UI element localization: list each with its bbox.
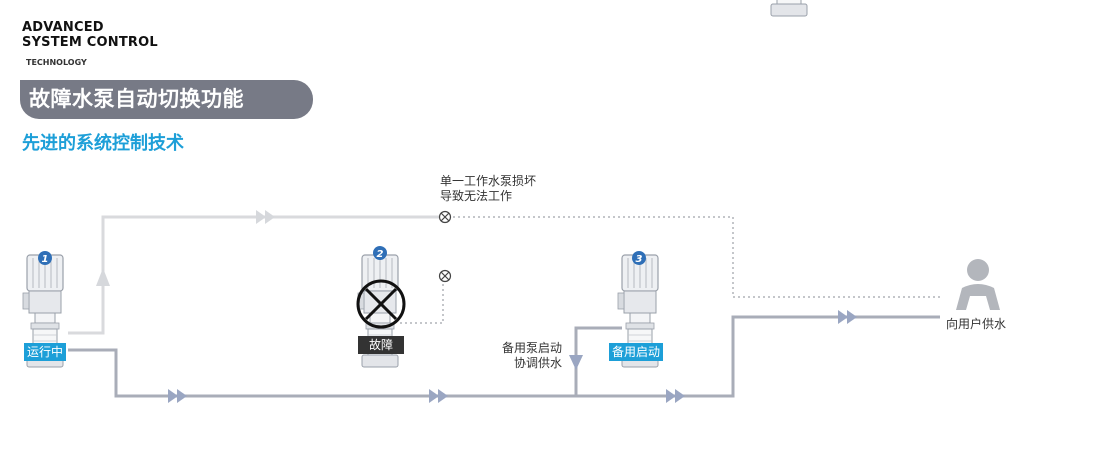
header-brand: ADVANCED SYSTEM CONTROL	[22, 20, 158, 50]
fault-note-line2: 导致无法工作	[440, 189, 513, 203]
arrow-active	[838, 310, 857, 324]
standby-note-line1: 备用泵启动	[501, 341, 562, 355]
header-line-advanced: ADVANCED	[22, 20, 104, 35]
standby-note: 备用泵启动 协调供水	[494, 341, 562, 371]
arrow-inactive	[256, 210, 275, 224]
arrow-active	[168, 389, 187, 403]
standby-pipe	[574, 326, 622, 396]
standby-note-line2: 协调供水	[513, 356, 562, 370]
dotted-path-failure	[443, 216, 940, 298]
arrow-active	[429, 389, 448, 403]
up-arrow	[96, 268, 110, 286]
dotted-path-pump2	[400, 282, 444, 324]
user-icon	[956, 259, 1000, 310]
header-line-system-control: SYSTEM CONTROL	[22, 35, 158, 50]
down-arrow	[569, 355, 583, 370]
valve-closed-icon	[438, 269, 452, 283]
badge-3: 3	[632, 251, 646, 265]
status-tag-running: 运行中	[24, 343, 67, 361]
valve-closed-icon	[438, 210, 452, 224]
badge-number: 2	[377, 249, 384, 260]
fault-x-icon	[356, 279, 406, 329]
fault-note: 单一工作水泵损坏 导致无法工作	[440, 174, 536, 204]
badge-2: 2	[373, 246, 387, 260]
page-subtitle: 先进的系统控制技术	[22, 133, 184, 154]
status-tag-standby: 备用启动	[609, 343, 664, 361]
badge-1: 1	[38, 251, 52, 265]
title-banner: 故障水泵自动切换功能	[20, 80, 313, 119]
page-title: 故障水泵自动切换功能	[29, 87, 244, 111]
arrow-active	[666, 389, 685, 403]
user-label: 向用户供水	[946, 317, 1007, 331]
badge-number: 1	[42, 254, 49, 265]
active-pipe	[68, 315, 940, 398]
header-line-technology: TECHNOLOGY	[26, 58, 87, 67]
fault-note-line1: 单一工作水泵损坏	[440, 174, 537, 188]
badge-number: 3	[636, 254, 643, 265]
status-tag-fault: 故障	[358, 336, 404, 354]
pump-top-partial	[766, 0, 808, 17]
